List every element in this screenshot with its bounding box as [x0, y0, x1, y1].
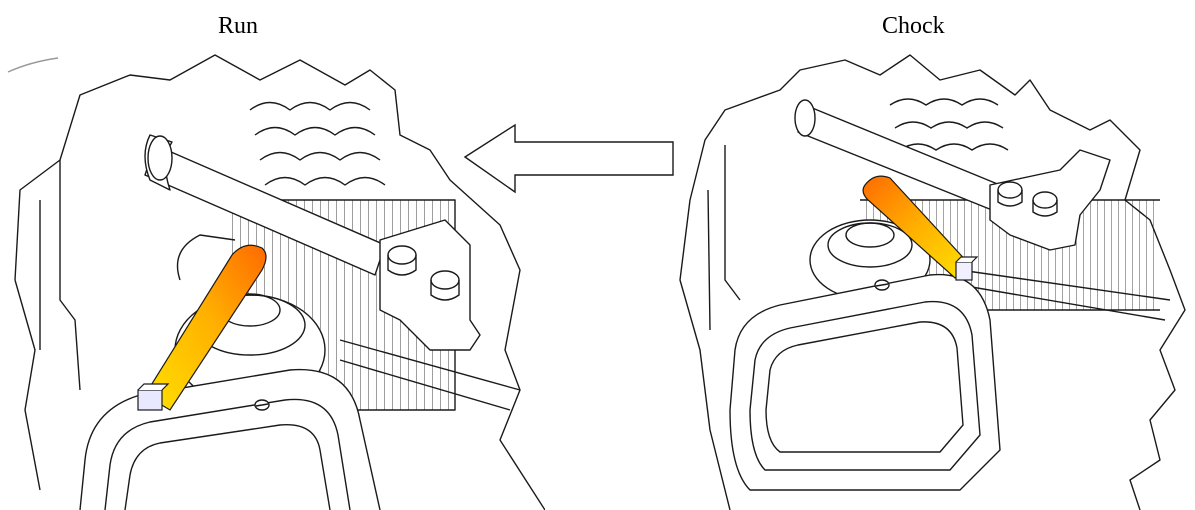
choke-lever-chock: [862, 175, 979, 281]
run-position-label: Run: [218, 13, 259, 39]
choke-lever-run: [137, 244, 267, 411]
engine-run-illustration: [7, 54, 545, 510]
left-arrow-icon: [463, 123, 674, 194]
chock-position-label: Chock: [882, 13, 945, 39]
engine-chock-illustration: [679, 54, 1186, 510]
